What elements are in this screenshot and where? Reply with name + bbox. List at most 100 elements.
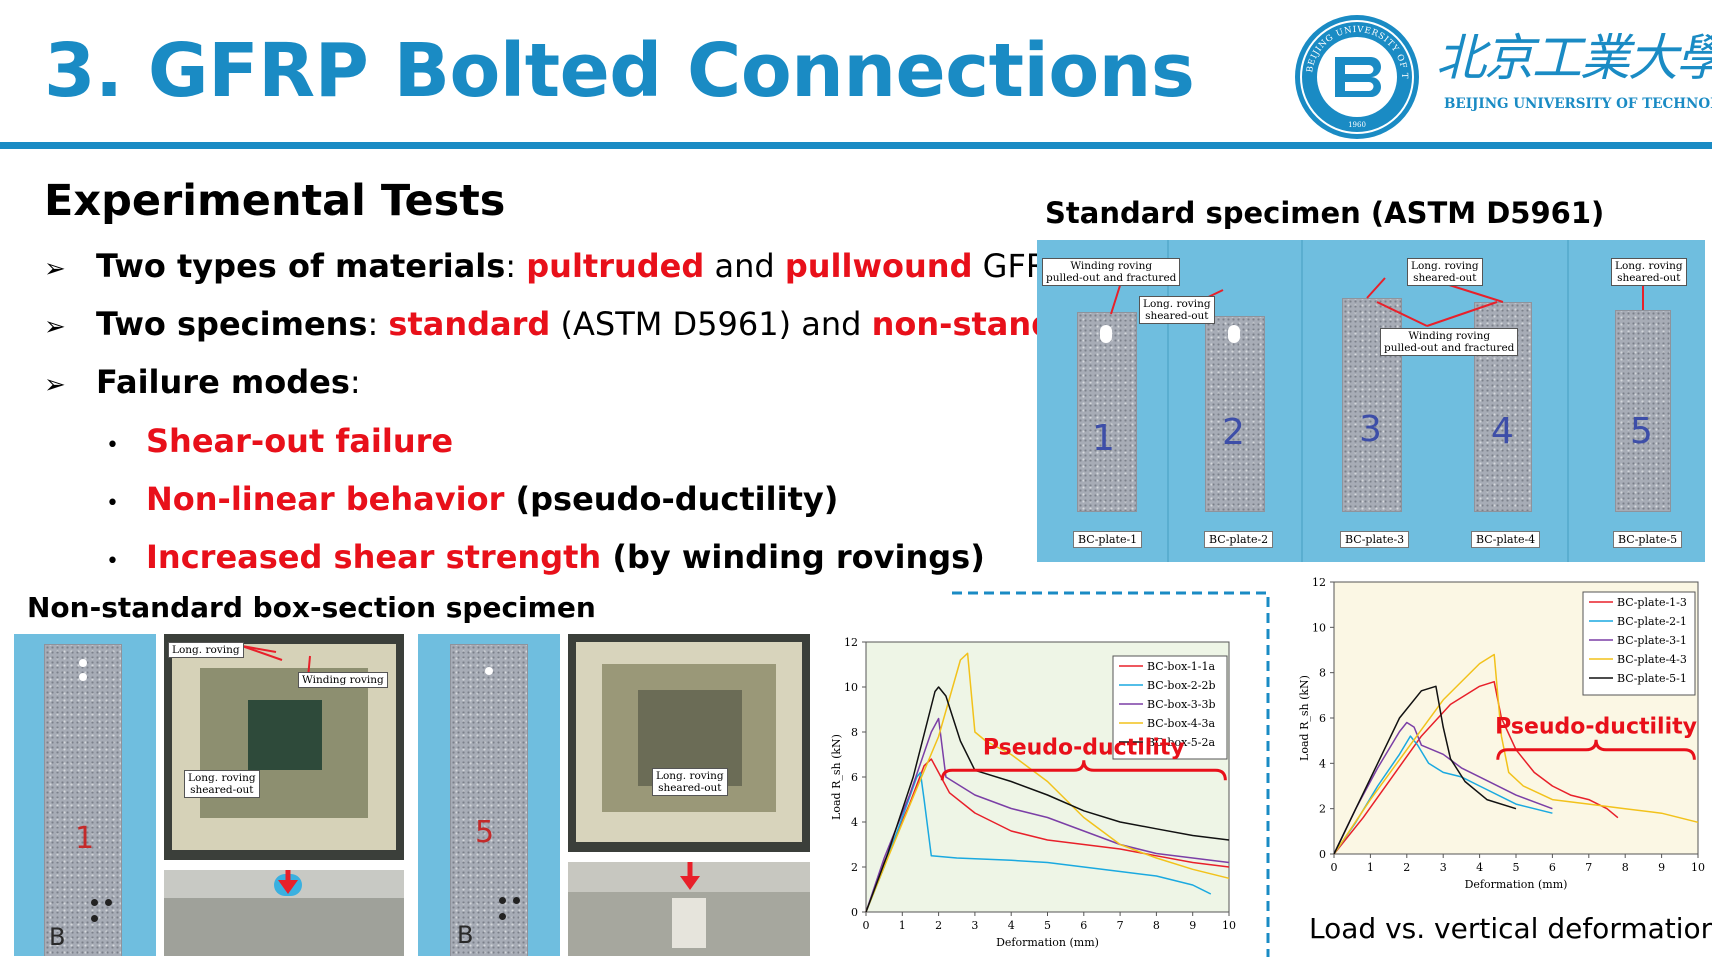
series-line-BC-box-3-3b xyxy=(865,717,1230,913)
x-tick-label: 6 xyxy=(1549,861,1556,874)
x-tick-label: 9 xyxy=(1189,919,1196,932)
y-tick-label: 8 xyxy=(851,726,858,739)
standard-specimen-photo: 1 2 3 4 5 Winding roving pulled-out and … xyxy=(1037,240,1705,562)
box-section-photo-a: Long. roving Winding roving Long. roving… xyxy=(164,634,404,860)
x-tick-label: 1 xyxy=(899,919,906,932)
bullet-text-segment: Two specimens xyxy=(96,305,368,343)
x-tick-label: 3 xyxy=(971,919,978,932)
label-long-sheared: Long. roving sheared-out xyxy=(1407,258,1483,286)
bullet-item: ➢Two types of materials: pultruded and p… xyxy=(44,247,1114,305)
bullet-text-segment: (pseudo-ductility) xyxy=(504,480,839,518)
bullet-text-segment: Two types of materials xyxy=(96,247,506,285)
brace-mark xyxy=(940,760,1227,781)
y-tick-label: 6 xyxy=(1319,712,1326,725)
y-tick-label: 0 xyxy=(851,906,858,919)
plate-tag: BC-plate-4 xyxy=(1471,531,1541,548)
y-tick-label: 6 xyxy=(851,771,858,784)
x-axis-label: Deformation (mm) xyxy=(996,936,1099,949)
x-tick-label: 8 xyxy=(1153,919,1160,932)
bullet-text-segment: Shear-out failure xyxy=(146,422,454,460)
legend-label: BC-box-4-3a xyxy=(1147,717,1216,730)
box-plate-photo-1: 1 B xyxy=(14,634,156,956)
dashed-connector xyxy=(952,591,1270,957)
series-line-BC-box-4-3a xyxy=(865,652,1230,913)
y-tick-label: 12 xyxy=(844,636,858,649)
series-line-BC-plate-4-3 xyxy=(1333,653,1699,855)
label-long-sheared: Long. roving sheared-out xyxy=(1139,296,1215,324)
plate-tag: BC-plate-5 xyxy=(1613,531,1683,548)
label-long-sheared: Long. roving sheared-out xyxy=(1611,258,1687,286)
bullet-text-segment: Non-linear behavior xyxy=(146,480,505,518)
dot-bullet-icon: • xyxy=(106,549,119,574)
plate-tag: BC-plate-3 xyxy=(1340,531,1410,548)
plate-number: 4 xyxy=(1491,411,1514,452)
bullet-text-segment: pultruded xyxy=(526,247,705,285)
legend-label: BC-plate-5-1 xyxy=(1617,672,1687,685)
legend-label: BC-box-5-2a xyxy=(1147,736,1216,749)
label-winding-pulled: Winding roving pulled-out and fractured xyxy=(1042,258,1181,286)
box-specimen-caption: Non-standard box-section specimen xyxy=(27,591,596,624)
x-tick-label: 1 xyxy=(1367,861,1374,874)
legend-label: BC-box-1-1a xyxy=(1147,660,1216,673)
bullet-item: ➢Two specimens: standard (ASTM D5961) an… xyxy=(44,305,1114,363)
box-plate-photo-5: 5 B xyxy=(418,634,560,956)
bullet-list: ➢Two types of materials: pultruded and p… xyxy=(44,247,1114,421)
plate-2: 2 xyxy=(1205,316,1265,512)
x-tick-label: 7 xyxy=(1585,861,1592,874)
y-tick-label: 4 xyxy=(851,816,858,829)
arrow-bullet-icon: ➢ xyxy=(44,370,66,400)
x-tick-label: 2 xyxy=(935,919,942,932)
chart-caption: Load vs. vertical deformation xyxy=(1309,912,1712,945)
section-heading: Experimental Tests xyxy=(44,176,506,226)
x-tick-label: 10 xyxy=(1222,919,1236,932)
handwritten-number: 1 xyxy=(75,821,95,856)
pseudo-ductility-annotation: Pseudo-ductility xyxy=(1495,715,1697,740)
box-closeup-photo-a xyxy=(164,870,404,956)
bullet-text-segment: : xyxy=(349,363,361,401)
sub-bullet-item: •Non-linear behavior (pseudo-ductility) xyxy=(106,480,985,538)
legend-label: BC-plate-4-3 xyxy=(1617,653,1687,666)
x-tick-label: 6 xyxy=(1080,919,1087,932)
plate-tag: BC-plate-1 xyxy=(1073,531,1143,548)
series-line-BC-box-2-2b xyxy=(865,771,1212,913)
university-seal-icon: BEIJING UNIVERSITY OF TECHNOLOGY 1960 xyxy=(1292,12,1419,139)
x-tick-label: 7 xyxy=(1117,919,1124,932)
bullet-text-segment: (by winding rovings) xyxy=(601,538,985,576)
bullet-text-segment: Failure modes xyxy=(96,363,350,401)
series-line-BC-plate-1-3 xyxy=(1333,680,1619,855)
sub-bullet-item: • Shear-out failure xyxy=(106,422,985,480)
bullet-text-segment: pullwound xyxy=(784,247,973,285)
seal-year: 1960 xyxy=(1348,121,1366,129)
university-wordmark: 北京工業大學 xyxy=(1436,29,1712,87)
y-axis-label: Load R_sh (kN) xyxy=(1298,675,1311,761)
plate-number: 5 xyxy=(1630,411,1653,452)
dot-bullet-icon: • xyxy=(106,433,119,458)
box-section-photo-b: Long. roving sheared-out xyxy=(568,634,810,852)
y-tick-label: 2 xyxy=(851,861,858,874)
plate-5: 5 xyxy=(1615,310,1671,512)
title-divider xyxy=(0,142,1712,149)
arrow-bullet-icon: ➢ xyxy=(44,312,66,342)
bullet-text-segment: (ASTM D5961) and xyxy=(550,305,872,343)
pseudo-ductility-annotation: Pseudo-ductility xyxy=(983,735,1185,760)
handwritten-letter: B xyxy=(49,923,66,951)
plate-number: 2 xyxy=(1222,412,1245,453)
x-tick-label: 8 xyxy=(1622,861,1629,874)
legend-label: BC-box-3-3b xyxy=(1147,698,1216,711)
standard-specimen-caption: Standard specimen (ASTM D5961) xyxy=(1045,196,1605,230)
arrow-bullet-icon: ➢ xyxy=(44,254,66,284)
y-tick-label: 2 xyxy=(1319,803,1326,816)
y-tick-label: 10 xyxy=(1312,621,1326,634)
bullet-item: ➢ Failure modes: xyxy=(44,363,1114,421)
y-axis-label: Load R_sh (kN) xyxy=(830,734,843,820)
series-line-BC-plate-2-1 xyxy=(1333,735,1553,855)
plate-number: 3 xyxy=(1359,409,1382,450)
x-tick-label: 10 xyxy=(1691,861,1705,874)
handwritten-letter: B xyxy=(457,921,474,949)
series-line-BC-plate-5-1 xyxy=(1333,685,1517,855)
sub-bullet-item: •Increased shear strength (by winding ro… xyxy=(106,538,985,596)
x-tick-label: 5 xyxy=(1513,861,1520,874)
